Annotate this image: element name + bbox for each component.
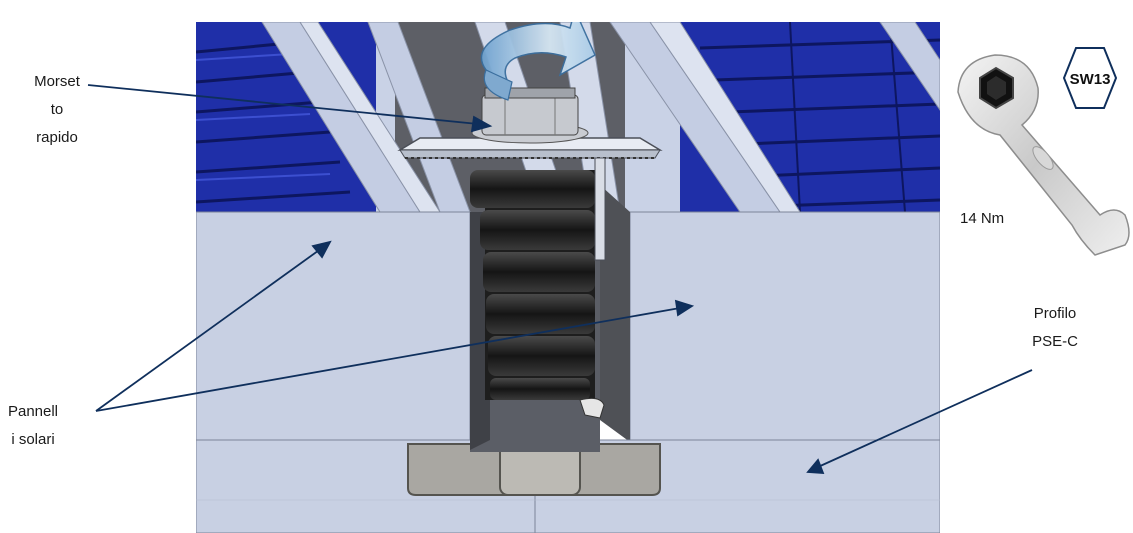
label-line: rapido: [36, 129, 78, 146]
bolt-nut: [471, 87, 589, 144]
arrow-pannelli-right: [95, 307, 681, 412]
label-line: PSE-C: [1032, 333, 1078, 350]
quick-clamp: [397, 137, 663, 261]
rubber-spacer: [470, 170, 605, 419]
wrench-size-label: SW13: [1070, 71, 1111, 88]
label-morsetto-rapido: Morset to rapido: [22, 68, 92, 152]
rotation-arrow-icon: [480, 22, 596, 101]
label-profilo-pse-c: Profilo PSE-C: [1020, 300, 1090, 356]
leader-arrows: [87, 84, 1033, 474]
label-line: Pannell: [7, 403, 59, 420]
label-line: to: [50, 101, 64, 118]
scene: [196, 22, 940, 533]
label-line: Morset: [34, 73, 80, 90]
label-line: Profilo: [1033, 305, 1077, 322]
arrow-morsetto: [87, 84, 479, 125]
panel-frame-right: [600, 185, 940, 443]
torque-label: 14 Nm: [960, 205, 1030, 233]
arrowhead-pannelli-left: [311, 240, 332, 259]
label-line: i solari: [11, 431, 55, 448]
solar-panel-right: [609, 22, 940, 213]
torque-value: 14 Nm: [960, 210, 1005, 227]
arrowhead-profilo: [806, 458, 825, 474]
hexagon-badge-icon: SW13: [1062, 47, 1118, 109]
arrowhead-morsetto: [470, 115, 493, 133]
arrowhead-pannelli-right: [674, 299, 695, 317]
arrow-pannelli-left: [95, 247, 323, 412]
label-pannelli-solari: Pannell i solari: [0, 398, 66, 454]
panel-frame-left: [196, 211, 471, 451]
ratchet-wrench-icon: [957, 54, 1130, 256]
arrow-profilo: [817, 369, 1033, 468]
